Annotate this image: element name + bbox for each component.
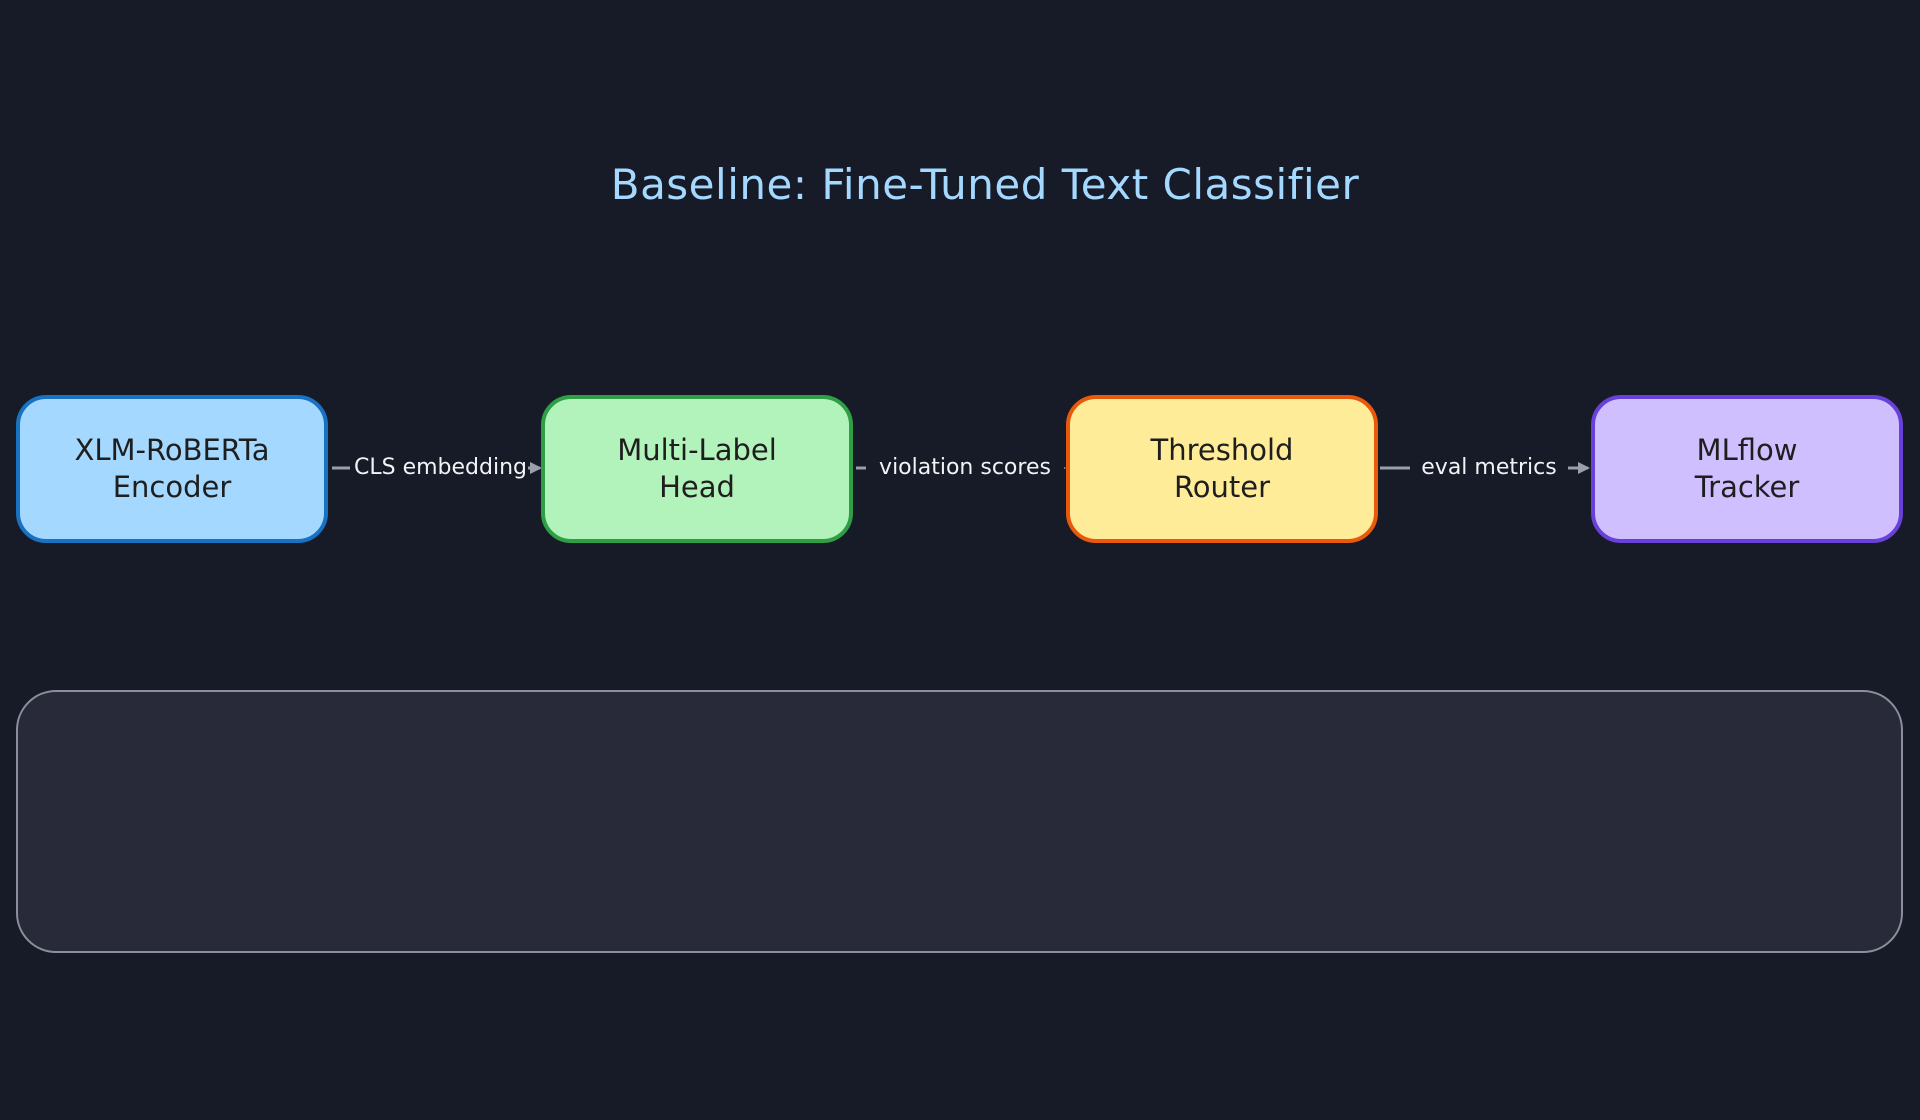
node-label: MLflow Tracker (1694, 433, 1800, 504)
edge-label-violation-scores: violation scores (866, 451, 1064, 485)
node-label: XLM-RoBERTa Encoder (74, 433, 270, 504)
edge-label-eval-metrics: eval metrics (1410, 451, 1568, 485)
node-multi-label-head[interactable]: Multi-Label Head (541, 395, 853, 543)
node-threshold-router[interactable]: Threshold Router (1066, 395, 1378, 543)
node-xlm-roberta-encoder[interactable]: XLM-RoBERTa Encoder (16, 395, 328, 543)
edge-label-cls-embedding: CLS embedding (350, 451, 528, 485)
node-mlflow-tracker[interactable]: MLflow Tracker (1591, 395, 1903, 543)
node-label: Multi-Label Head (617, 433, 777, 504)
node-label: Threshold Router (1150, 433, 1294, 504)
diagram-title: Baseline: Fine-Tuned Text Classifier (610, 160, 1360, 209)
empty-group-panel[interactable] (16, 690, 1903, 953)
